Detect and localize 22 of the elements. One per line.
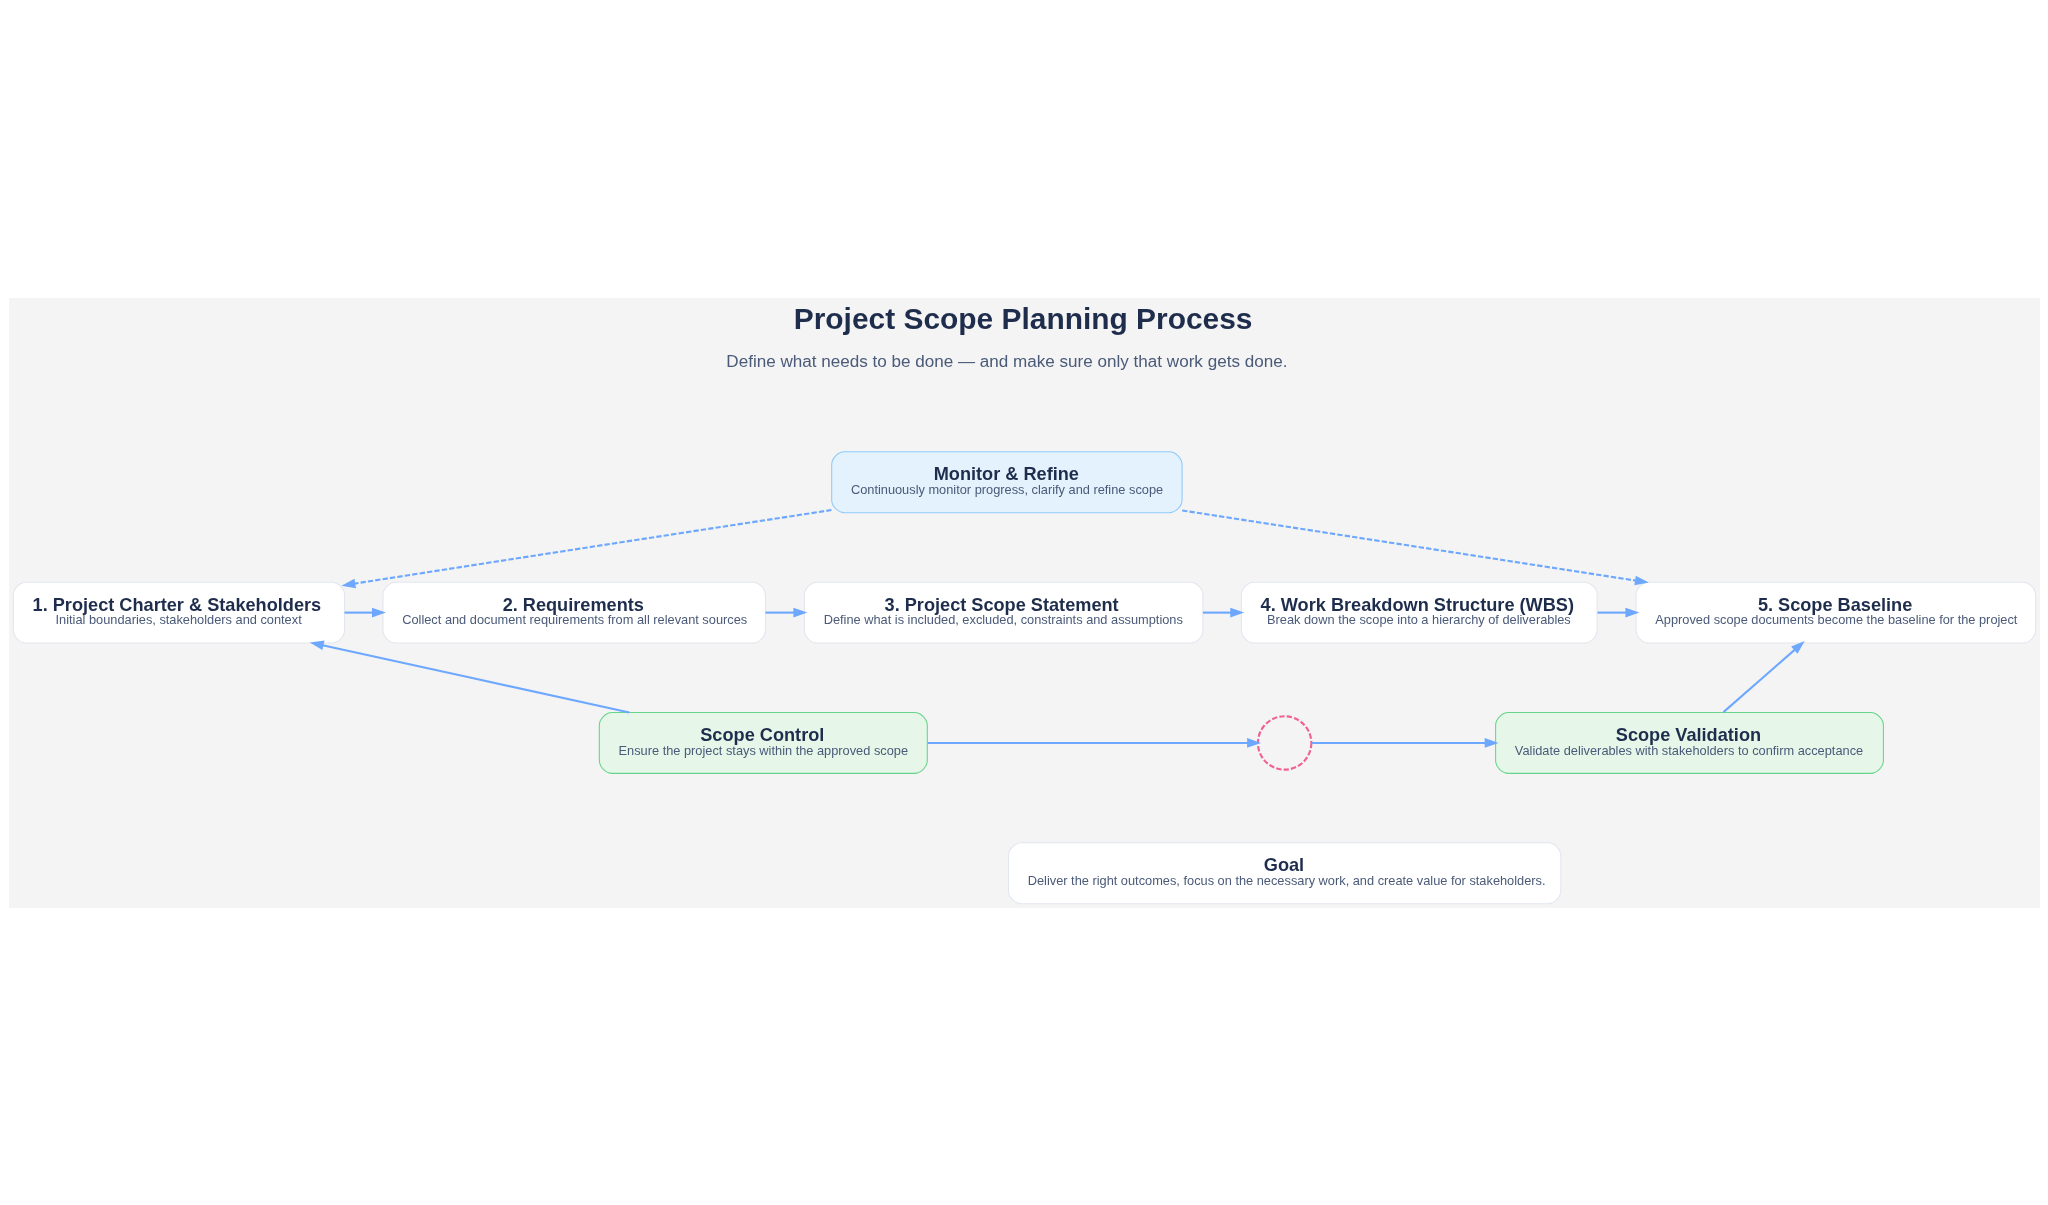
arrow [1596,607,1639,617]
arrow [1181,508,1649,585]
node-circle [1256,714,1312,771]
node-box: 4. Work Breakdown Structure (WBS) Break down the scope into a hierarchy of deliverables [1240,581,1598,644]
arrow [764,607,807,617]
arrow [344,607,386,617]
arrow [1311,737,1499,748]
arrow [309,640,630,714]
node-box: 3. Project Scope Statement Define what is included, excluded, constraints and assumptions [803,581,1203,644]
diagram-title: Project Scope Planning Process [793,301,1252,335]
node-box: 1. Project Charter & Stakeholders Initial boundaries, stakeholders and context [12,581,345,644]
node-box: Monitor & Refine Continuously monitor progress, clarify and refine scope [830,450,1183,513]
node-box: Scope Validation Validate deliverables with stakeholders to confirm acceptance [1494,711,1884,774]
node-box: 5. Scope Baseline Approved scope documents become the baseline for the project [1635,581,2036,644]
node-box: Goal Deliver the right outcomes, focus on the necessary work, and create value for stakeholders. [1007,841,1561,904]
arrow [1202,607,1244,617]
node-box: Scope Control Ensure the project stays within the approved scope [598,711,928,774]
label: Define what needs to be done — and make sure only that work gets done. [725,351,1287,371]
arrow [341,508,832,588]
arrow [927,737,1261,748]
arrow [1722,640,1805,713]
node-box: 2. Requirements Collect and document requirements from all relevant sources [381,581,766,644]
